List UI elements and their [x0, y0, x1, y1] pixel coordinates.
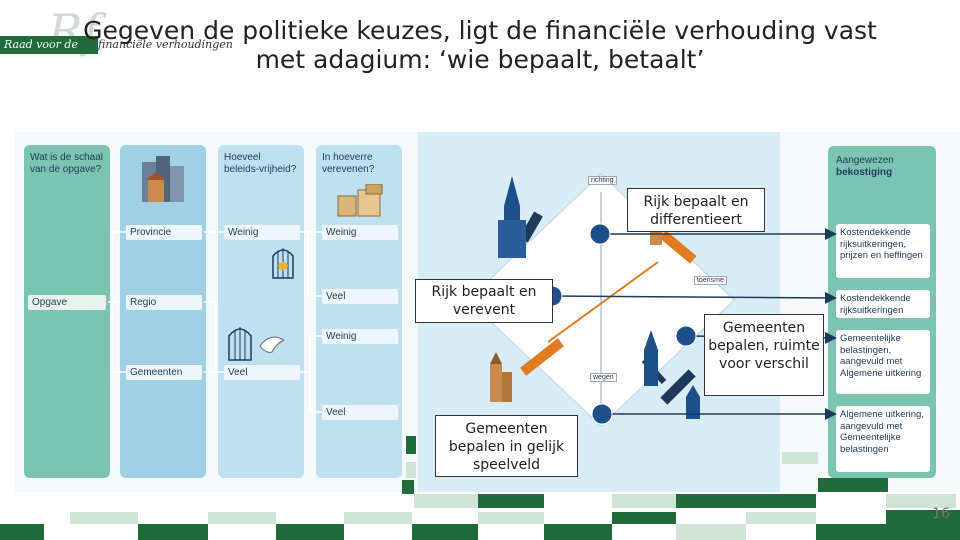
- box-equalize-weinig-1: Weinig: [322, 225, 398, 240]
- callout-rijk-differentieert: Rijk bepaalt en differentieert: [627, 188, 765, 232]
- church-icon-blue: [496, 176, 528, 258]
- column-label-freedom: Hoeveel beleids-vrijheid?: [224, 152, 297, 175]
- boxes-icon: [336, 183, 386, 218]
- box-regio: Regio: [126, 295, 202, 310]
- footer-block: [746, 512, 816, 524]
- column-scale: [24, 145, 110, 478]
- footer-block: [676, 494, 746, 508]
- connector-lines-left: [108, 231, 322, 413]
- footer-block: [746, 494, 816, 508]
- funding-header: Aangewezen bekostiging: [836, 155, 932, 179]
- footer-block: [818, 478, 888, 492]
- buildings-icon: [138, 154, 188, 202]
- footer-block: [478, 494, 544, 508]
- funding-box-2: Kostendekkende rijksuitkeringen: [836, 290, 930, 318]
- footer-block: [544, 524, 612, 540]
- callout-rijk-verevent: Rijk bepaalt en verevent: [415, 279, 553, 323]
- funding-box-1: Kostendekkende rijksuitkeringen, prijzen…: [836, 224, 930, 278]
- footer-block: [138, 524, 208, 540]
- sign-richting: richting: [588, 176, 617, 185]
- logo-band: [0, 36, 98, 54]
- funding-header-line1: Aangewezen: [836, 155, 894, 166]
- footer-block: [676, 524, 746, 540]
- footer-block: [782, 452, 818, 464]
- column-freedom: [218, 145, 304, 478]
- callout-gemeenten-speelveld: Gemeenten bepalen in gelijk speelveld: [435, 415, 578, 477]
- logo-text-line2: financiële verhoudingen: [98, 38, 233, 51]
- footer-block: [886, 494, 956, 508]
- box-opgave: Opgave: [28, 295, 106, 310]
- central-diamond: [467, 173, 735, 427]
- footer-block: [70, 512, 138, 524]
- footer-block: [414, 494, 478, 508]
- footer-block: [412, 524, 478, 540]
- page-number: 16: [932, 506, 950, 522]
- footer-block: [478, 512, 544, 524]
- box-freedom-veel: Veel: [224, 365, 300, 380]
- footer-block: [886, 510, 960, 540]
- footer-block: [612, 494, 676, 508]
- callout-gemeenten-verschil: Gemeenten bepalen, ruimte voor verschil: [704, 314, 824, 396]
- slide-title: Gegeven de politieke keuzes, ligt de fin…: [83, 16, 877, 74]
- footer-block: [406, 436, 416, 454]
- footer-block: [612, 512, 676, 524]
- funding-header-line2: bekostiging: [836, 167, 893, 178]
- footer-block: [816, 524, 886, 540]
- church-icon-blue-3: [680, 385, 706, 419]
- footer-block: [276, 524, 344, 540]
- column-label-scale: Wat is de schaal van de opgave?: [30, 152, 103, 175]
- footer-block: [208, 512, 276, 524]
- tower-icon-orange-2: [486, 352, 514, 402]
- box-equalize-veel-1: Veel: [322, 289, 398, 304]
- logo-text-line1: Raad voor de: [4, 38, 78, 51]
- column-label-equalize: In hoeverre verevenen?: [322, 152, 375, 175]
- footer-block: [0, 524, 44, 540]
- birdcage-icon: [270, 244, 296, 280]
- box-freedom-weinig: Weinig: [224, 225, 300, 240]
- open-cage-bird-icon: [226, 322, 288, 362]
- sign-wegen: wegen: [590, 373, 617, 382]
- footer-block: [402, 480, 414, 494]
- box-equalize-veel-2: Veel: [322, 405, 398, 420]
- funding-box-3: Gemeentelijke belastingen, aangevuld met…: [836, 330, 930, 394]
- box-provincie: Provincie: [126, 225, 202, 240]
- sign-toerisme: toerisme: [694, 276, 727, 285]
- box-equalize-weinig-2: Weinig: [322, 329, 398, 344]
- footer-block: [406, 462, 416, 478]
- footer-block: [344, 512, 412, 524]
- box-gemeenten: Gemeenten: [126, 365, 202, 380]
- funding-box-4: Algemene uitkering, aangevuld met Gemeen…: [836, 406, 930, 472]
- church-icon-blue-2: [640, 330, 662, 386]
